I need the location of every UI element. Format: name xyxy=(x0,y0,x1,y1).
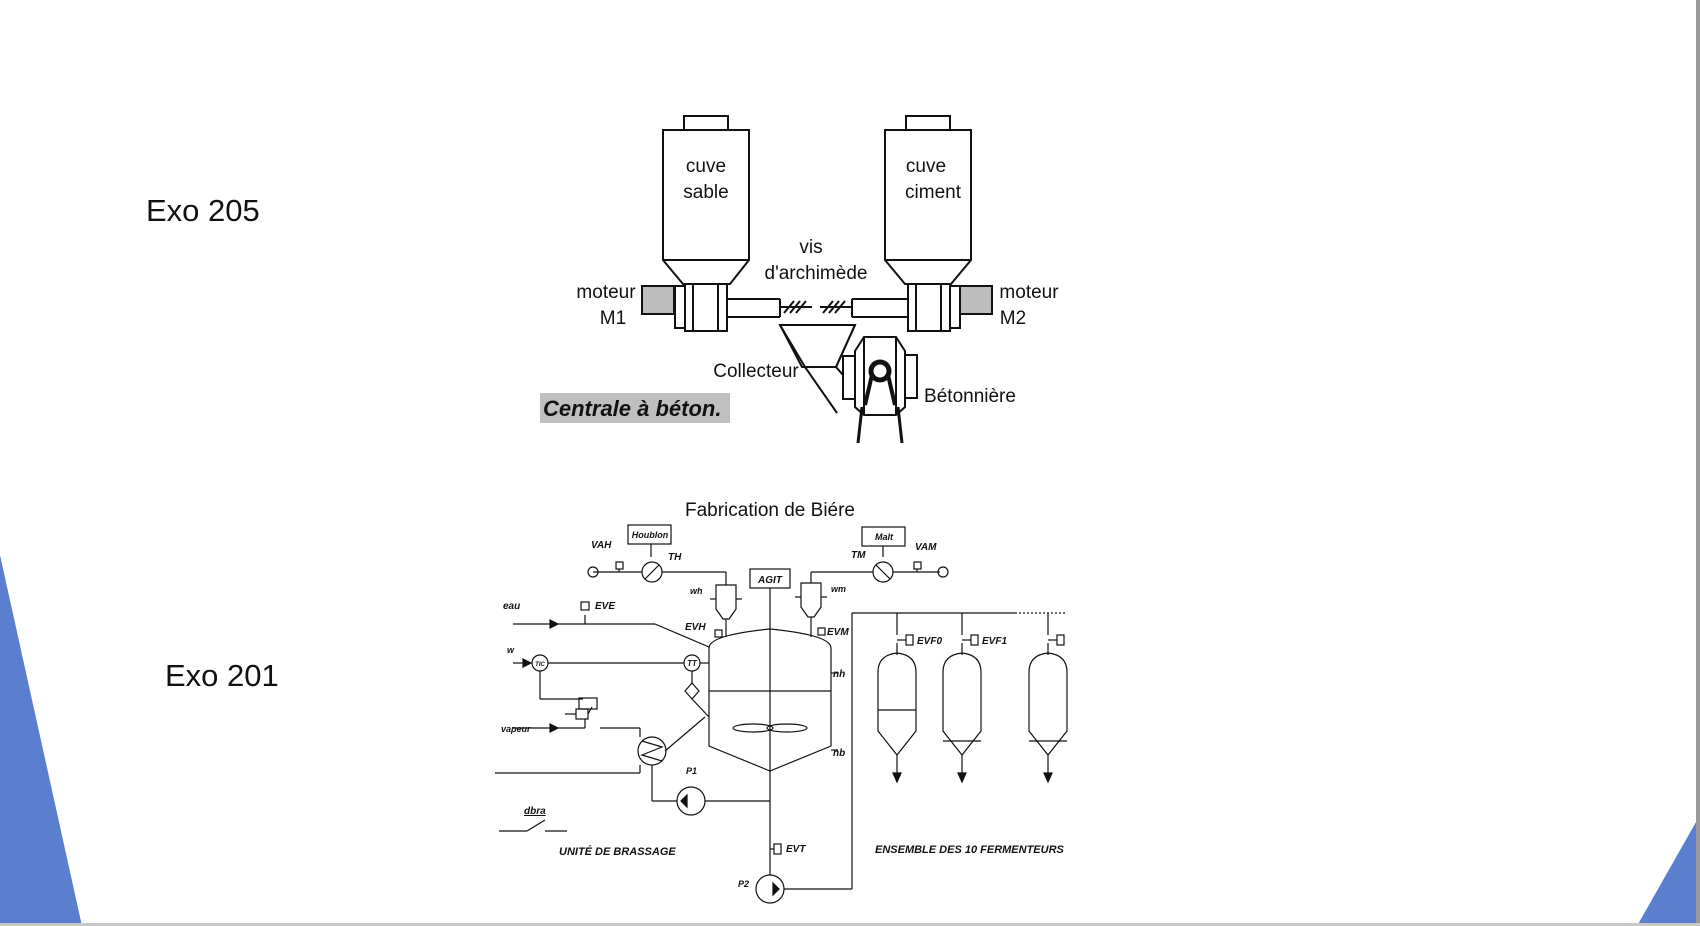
w-label: w xyxy=(507,645,515,655)
beer-production-diagram: Fabrication de Biére Houblon Malt VAH VA… xyxy=(495,500,1068,904)
sand-tank-label-1: cuve xyxy=(686,156,726,177)
concrete-mixer xyxy=(854,336,906,416)
unit-brassage-label: UNITÉ DE BRASSAGE xyxy=(559,845,676,858)
malt-label: Malt xyxy=(875,532,894,542)
screw-label-2: d'archimède xyxy=(765,263,868,284)
nb-label: nb xyxy=(833,748,845,759)
houblon-box xyxy=(627,524,672,545)
evm-label: EVM xyxy=(827,627,849,638)
motor-m2-label-1: moteur xyxy=(999,282,1059,303)
eau-label: eau xyxy=(503,601,520,612)
slide-right-edge xyxy=(1696,0,1700,926)
fermenter-0 xyxy=(877,652,917,756)
left-accent-triangle xyxy=(0,555,82,926)
evf0-label: EVF0 xyxy=(917,636,942,647)
sand-tank-cap xyxy=(683,115,729,131)
nh-label: nh xyxy=(833,669,845,680)
tm-label: TM xyxy=(851,550,866,561)
motor-m1-label-1: moteur xyxy=(576,282,636,303)
tt-label: TT xyxy=(687,659,698,668)
evh-label: EVH xyxy=(685,622,706,633)
tic-label: TIC xyxy=(535,662,545,668)
eve-label: EVE xyxy=(595,601,615,612)
th-label: TH xyxy=(668,552,682,563)
dbra-label: dbra xyxy=(524,806,546,817)
mixer-label: Bétonnière xyxy=(924,386,1016,407)
cement-tank-cap xyxy=(905,115,951,131)
fermenter-9 xyxy=(1028,652,1068,756)
exercise-label-201: Exo 201 xyxy=(165,658,279,693)
vapeur-label: vapeur xyxy=(501,724,531,734)
hop-weigh-hopper xyxy=(715,584,737,620)
slide-bottom-edge xyxy=(0,923,1700,926)
caption-highlight xyxy=(540,393,730,423)
houblon-label: Houblon xyxy=(632,530,669,540)
vam-label: VAM xyxy=(915,542,937,553)
evt-label: EVT xyxy=(786,844,806,855)
motor-m2-label-2: M2 xyxy=(1000,308,1026,329)
exercise-label-205: Exo 205 xyxy=(146,193,260,228)
diagram-caption: Centrale à béton. xyxy=(543,396,721,421)
screw-label-1: vis xyxy=(799,237,822,258)
wm-label: wm xyxy=(831,584,846,594)
fermenter-1 xyxy=(942,652,982,756)
motor-m1 xyxy=(641,285,675,315)
p1-label: P1 xyxy=(686,766,697,776)
motor-m2 xyxy=(959,285,993,315)
p2-label: P2 xyxy=(738,879,749,889)
brewing-tank xyxy=(708,628,832,772)
malt-weigh-hopper xyxy=(800,582,822,618)
right-accent-triangle xyxy=(1637,815,1700,926)
motor-m1-label-2: M1 xyxy=(600,308,626,329)
concrete-plant-diagram: cuve sable cuve ciment vis d'archimède m… xyxy=(540,115,1059,444)
evf1-label: EVF1 xyxy=(982,636,1007,647)
beer-title: Fabrication de Biére xyxy=(685,500,855,521)
wh-label: wh xyxy=(690,586,703,596)
vah-label: VAH xyxy=(591,540,612,551)
agit-label: AGIT xyxy=(757,575,783,586)
cement-tank-label-2: ciment xyxy=(905,182,962,203)
collector-label: Collecteur xyxy=(713,361,799,382)
sand-tank-label-2: sable xyxy=(683,182,728,203)
cement-tank-label-1: cuve xyxy=(906,156,946,177)
fermenters-label: ENSEMBLE DES 10 FERMENTEURS xyxy=(875,844,1065,856)
